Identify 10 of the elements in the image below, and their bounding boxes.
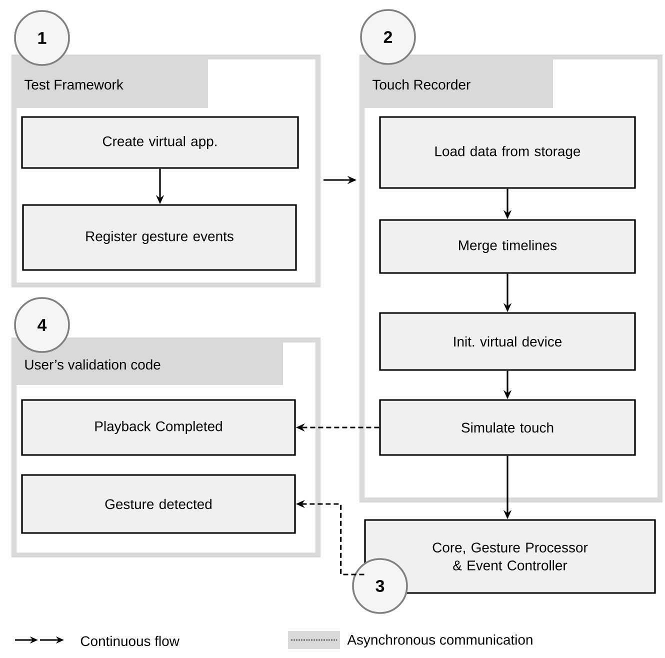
process-box: Create virtual app. — [21, 116, 299, 169]
process-box: Load data from storage — [379, 116, 636, 189]
process-box: Register gesture events — [22, 204, 297, 271]
legend-text: Continuous flow — [80, 636, 180, 646]
process-box: Playback Completed — [21, 399, 296, 456]
process-box: Simulate touch — [379, 399, 636, 456]
process-box: Init. virtual device — [379, 312, 636, 371]
legend-text: Asynchronous communication — [347, 634, 532, 648]
process-box: Merge timelines — [379, 219, 636, 274]
process-box: Gesture detected — [21, 474, 296, 534]
